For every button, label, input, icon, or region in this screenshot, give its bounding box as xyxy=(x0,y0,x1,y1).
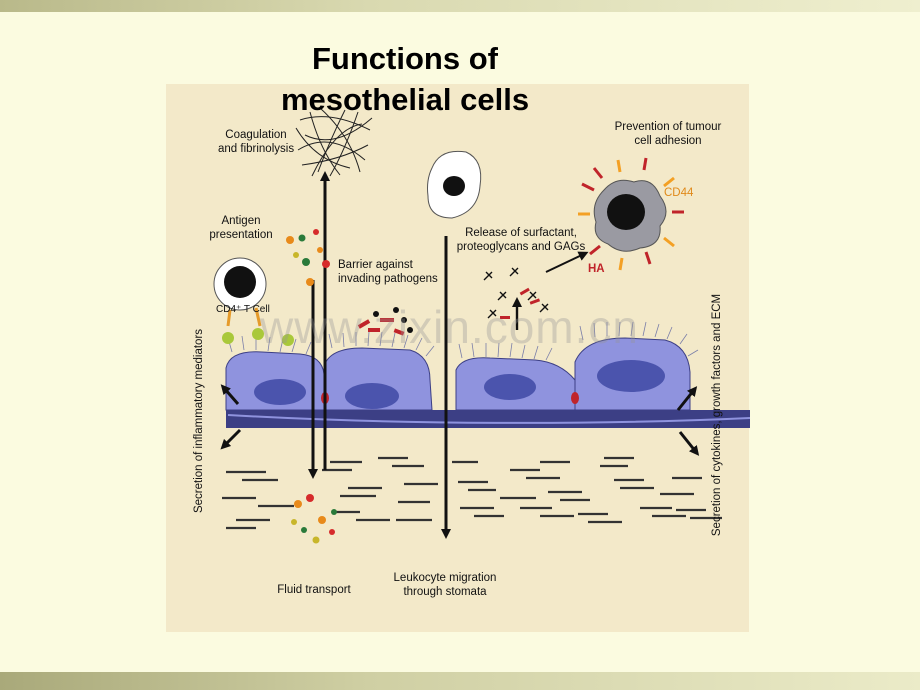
title-line-2: mesothelial cells xyxy=(280,82,530,117)
label-barrier: Barrier against invading pathogens xyxy=(338,259,438,285)
bottom-decorative-band xyxy=(0,672,920,690)
label-fluid-transport: Fluid transport xyxy=(277,584,351,596)
barrier-molecules xyxy=(357,307,413,336)
label-ha: HA xyxy=(588,263,605,275)
page-title: Functions of mesothelial cells xyxy=(245,38,565,120)
microvilli xyxy=(227,321,699,361)
watermark-text: www.zixin.com.cn xyxy=(260,301,639,353)
mesothelial-cell-left xyxy=(225,347,433,411)
title-line-1: Functions of xyxy=(312,41,498,76)
antigen-particles xyxy=(286,229,337,544)
arrow-secretion-right-up xyxy=(676,386,698,411)
fibrin-mesh-icon xyxy=(295,107,373,177)
label-leukocyte-migration: Leukocyte migration through stomata xyxy=(393,572,497,598)
arrow-secretion-right-down xyxy=(678,431,700,456)
release-red-marks xyxy=(500,287,541,319)
label-antigen-presentation: Antigen presentation xyxy=(209,215,273,241)
extracellular-matrix xyxy=(222,456,722,530)
label-release: Release of surfactant, proteoglycans and… xyxy=(456,227,586,253)
label-cd44: CD44 xyxy=(664,187,694,199)
basement-membrane xyxy=(226,410,750,428)
leukocyte-icon xyxy=(427,150,482,219)
arrow-secretion-left-down xyxy=(220,428,242,450)
cd4-t-cell-icon xyxy=(213,257,294,346)
tumour-cell-icon xyxy=(578,157,684,271)
arrow-to-tumour xyxy=(545,251,589,273)
arrow-secretion-left-up xyxy=(220,384,240,405)
label-secretion-right: Secretion of cytokines, growth factors a… xyxy=(711,293,723,537)
top-decorative-band xyxy=(0,0,920,12)
label-cd4-t-cell: CD4⁺ T Cell xyxy=(216,304,270,315)
label-coagulation: Coagulation and fibrinolysis xyxy=(218,129,295,155)
label-tumour-adhesion: Prevention of tumour cell adhesion xyxy=(614,121,722,147)
proteoglycan-molecules xyxy=(483,267,549,319)
label-secretion-left: Secretion of inflammatory mediators xyxy=(193,328,205,514)
mesothelial-cell-right xyxy=(455,337,691,411)
